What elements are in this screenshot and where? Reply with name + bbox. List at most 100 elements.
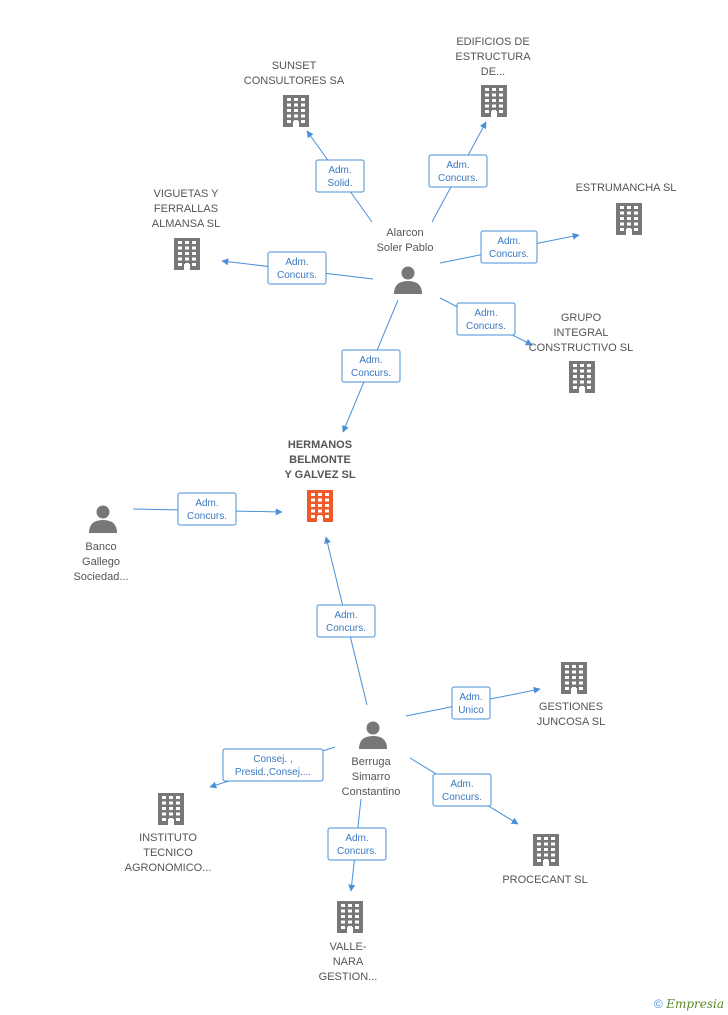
edge-berruga-vallenara: Adm.Concurs.: [327, 798, 387, 892]
footer-brand[interactable]: © Empresia: [654, 997, 724, 1011]
node-estrumancha[interactable]: ESTRUMANCHA SL: [576, 182, 677, 235]
node-label: PROCECANT SL: [502, 874, 587, 886]
node-label: GRUPO: [561, 312, 602, 324]
relation-label[interactable]: Adm. Concurs.: [177, 492, 237, 526]
relation-label-text: Adm.: [359, 355, 382, 366]
relation-label[interactable]: Adm.Solid.: [315, 159, 365, 193]
building-icon: [283, 95, 309, 127]
relation-label-text: Concurs.: [277, 270, 317, 281]
node-label: FERRALLAS: [154, 203, 218, 215]
node-label: Berruga: [351, 756, 391, 768]
node-label: Simarro: [352, 771, 391, 783]
node-label: Y GALVEZ SL: [284, 469, 355, 481]
edge-berruga-instituto: Consej. , Presid.,Consej....: [209, 746, 336, 789]
person-icon: [394, 266, 422, 294]
relation-label-text: Concurs.: [187, 511, 227, 522]
relation-label-box: [480, 230, 538, 264]
relation-label-box: [177, 492, 237, 526]
node-instituto[interactable]: INSTITUTO TECNICO AGRONOMICO...: [125, 793, 212, 874]
relation-label-text: Adm.: [446, 160, 469, 171]
building-icon: [533, 834, 559, 866]
node-label: Constantino: [342, 786, 401, 798]
node-label: AGRONOMICO...: [125, 862, 212, 874]
edge-alarcon-edificios: Adm. Concurs.: [428, 121, 488, 223]
relation-label-text: Adm.: [345, 833, 368, 844]
relation-label[interactable]: Adm.Concurs.: [456, 302, 516, 336]
relation-label-text: Unico: [458, 705, 484, 716]
node-hermanos[interactable]: HERMANOS BELMONTE Y GALVEZ SL: [284, 439, 356, 522]
relation-label[interactable]: Adm.Concurs.: [267, 251, 327, 285]
edge-berruga-hermanos: Adm.Concurs.: [316, 536, 376, 706]
relation-label[interactable]: Adm.Concurs.: [316, 604, 376, 638]
copyright-icon: ©: [654, 997, 663, 1011]
relation-label[interactable]: Adm.Concurs.: [341, 349, 401, 383]
node-edificios[interactable]: EDIFICIOS DEESTRUCTURADE...: [455, 36, 531, 117]
relation-label-box: [451, 686, 491, 720]
node-label: ALMANSA SL: [152, 218, 220, 230]
node-label: INSTITUTO: [139, 832, 197, 844]
relation-label-text: Presid.,Consej....: [235, 767, 311, 778]
relation-label[interactable]: Consej. , Presid.,Consej....: [222, 748, 324, 782]
node-label: JUNCOSA SL: [537, 716, 605, 728]
relation-label-text: Solid.: [327, 178, 352, 189]
node-label: INTEGRAL: [553, 327, 608, 339]
node-label: Banco: [85, 541, 116, 553]
node-label: GESTIONES: [539, 701, 603, 713]
relation-label-text: Adm.: [497, 236, 520, 247]
relation-label-text: Concurs.: [442, 792, 482, 803]
building-icon: [616, 203, 642, 235]
node-gestiones[interactable]: GESTIONES JUNCOSA SL: [537, 662, 605, 728]
node-label: HERMANOS: [288, 439, 352, 451]
relation-label-box: [341, 349, 401, 383]
edge-alarcon-sunset: Adm.Solid.: [306, 130, 373, 223]
node-label: Sociedad...: [73, 571, 128, 583]
node-label: EDIFICIOS DE: [456, 36, 529, 48]
relation-label-box: [456, 302, 516, 336]
relation-label-box: [327, 827, 387, 861]
edge-berruga-procecant: Adm. Concurs.: [409, 757, 519, 825]
node-vallenara[interactable]: VALLE-NARAGESTION...: [319, 901, 378, 983]
relation-label-text: Concurs.: [489, 249, 529, 260]
edge-alarcon-hermanos: Adm.Concurs.: [341, 299, 401, 433]
relation-label[interactable]: Adm.Concurs.: [327, 827, 387, 861]
relation-label-box: [315, 159, 365, 193]
relation-label[interactable]: Adm. Concurs.: [480, 230, 538, 264]
node-label: SUNSET: [272, 60, 317, 72]
node-label: Alarcon: [386, 227, 423, 239]
edge-banco-hermanos: Adm. Concurs.: [132, 492, 283, 526]
node-label: VALLE-: [329, 941, 366, 953]
node-banco[interactable]: BancoGallegoSociedad...: [73, 505, 129, 584]
building-icon: [158, 793, 184, 825]
node-label: BELMONTE: [289, 454, 351, 466]
relation-label-text: Consej. ,: [253, 754, 292, 765]
building-icon: [307, 490, 333, 522]
node-label: ESTRUCTURA: [455, 51, 531, 63]
relation-label-box: [432, 773, 492, 807]
building-icon: [561, 662, 587, 694]
edge-berruga-gestiones: Adm.Unico: [405, 686, 541, 720]
relation-label-box: [222, 748, 324, 782]
node-procecant[interactable]: PROCECANT SL: [502, 834, 588, 886]
relation-label[interactable]: Adm.Unico: [451, 686, 491, 720]
relation-label-text: Concurs.: [466, 321, 506, 332]
relation-label-text: Adm.: [450, 779, 473, 790]
relation-label-box: [428, 154, 488, 188]
relation-label[interactable]: Adm. Concurs.: [428, 154, 488, 188]
relation-label[interactable]: Adm. Concurs.: [432, 773, 492, 807]
relation-label-box: [267, 251, 327, 285]
relation-label-box: [316, 604, 376, 638]
edge-alarcon-viguetas: Adm.Concurs.: [221, 251, 374, 285]
relation-label-text: Adm.: [195, 498, 218, 509]
node-label: VIGUETAS Y: [153, 188, 219, 200]
node-label: TECNICO: [143, 847, 193, 859]
node-label: Gallego: [82, 556, 120, 568]
relation-label-text: Adm.: [334, 610, 357, 621]
node-viguetas[interactable]: VIGUETAS Y FERRALLAS ALMANSA SL: [152, 188, 220, 270]
relation-label-text: Concurs.: [438, 173, 478, 184]
person-icon: [359, 721, 387, 749]
